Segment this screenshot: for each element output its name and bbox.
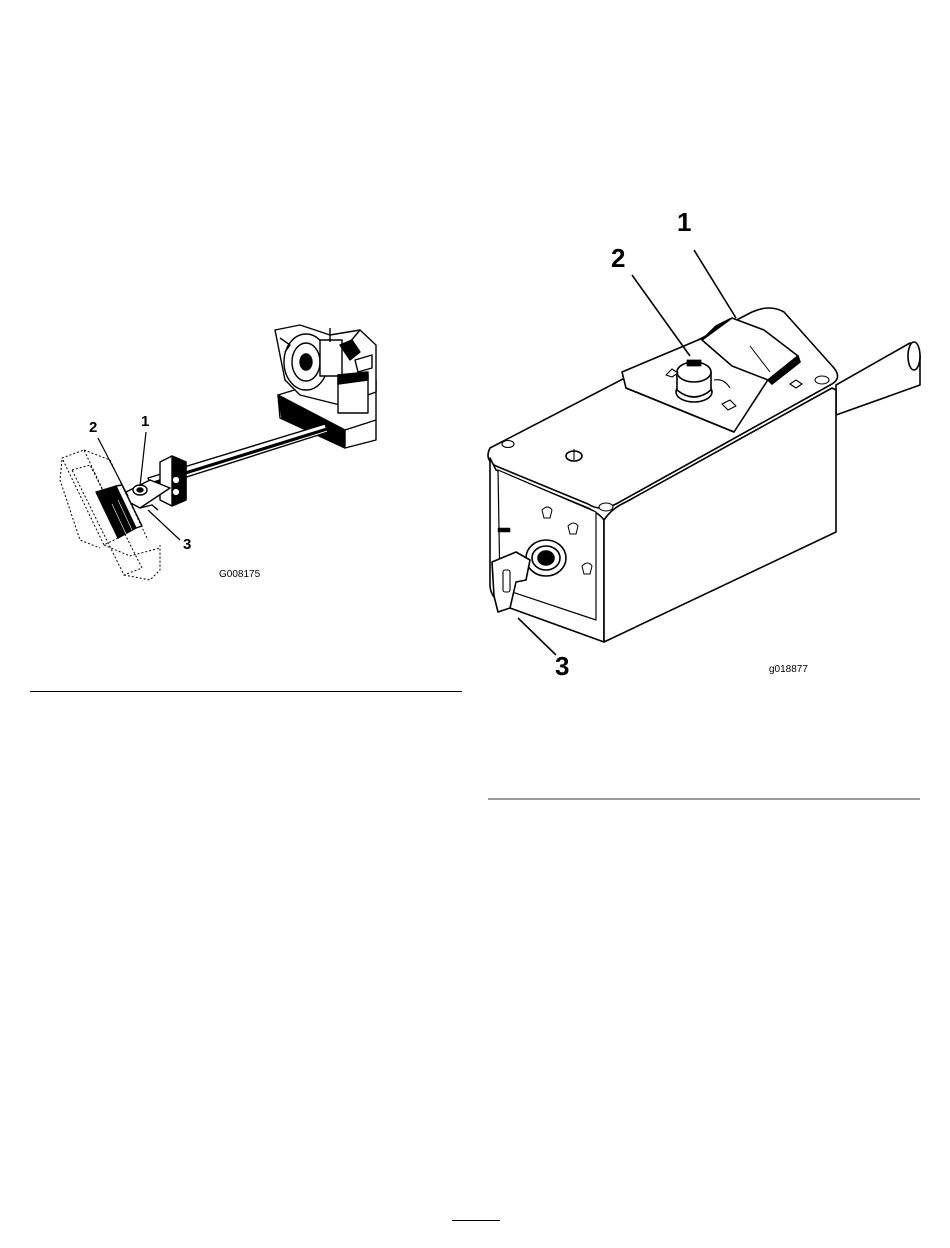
page-number-rule xyxy=(452,1220,500,1221)
pedal-linkage-illustration xyxy=(0,0,470,700)
divider-right xyxy=(488,798,920,800)
figure-left: 1 2 3 G008175 xyxy=(0,0,470,700)
figure-right: 1 2 3 g018877 xyxy=(470,0,950,800)
callout-1: 1 xyxy=(141,413,149,430)
callout-3: 3 xyxy=(183,536,191,553)
callout-2: 2 xyxy=(611,243,625,274)
divider-left xyxy=(30,691,462,692)
control-box-illustration xyxy=(470,0,950,800)
figure-id: g018877 xyxy=(769,664,808,675)
callout-2: 2 xyxy=(89,419,97,436)
figure-id: G008175 xyxy=(219,569,260,580)
callout-1: 1 xyxy=(677,207,691,238)
callout-3: 3 xyxy=(555,651,569,682)
